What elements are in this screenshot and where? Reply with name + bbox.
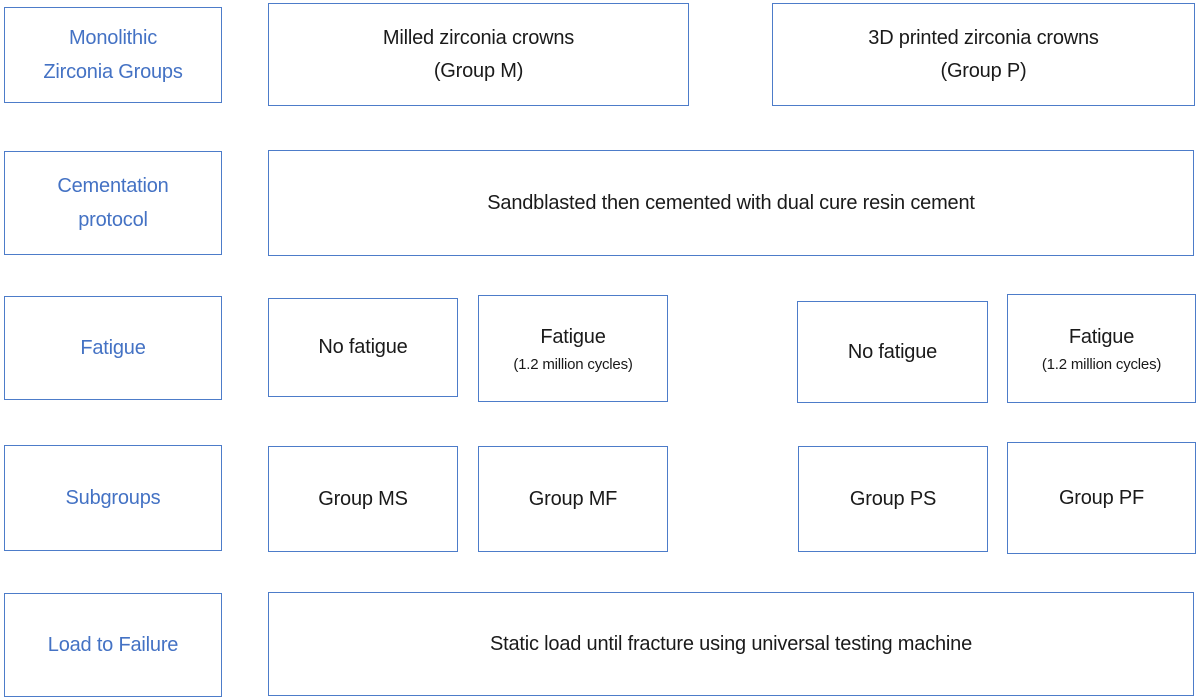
- box-subtext: (1.2 million cycles): [513, 356, 633, 373]
- row-label-monolithic-zirconia-groups: Monolithic Zirconia Groups: [4, 7, 222, 103]
- row-label-text: protocol: [78, 209, 148, 231]
- box-fatigue-p: Fatigue (1.2 million cycles): [1007, 294, 1196, 403]
- box-subtext: (1.2 million cycles): [1041, 356, 1162, 373]
- row-label-load-to-failure: Load to Failure: [4, 593, 222, 697]
- box-text: No fatigue: [847, 340, 938, 363]
- box-3d-printed-zirconia-group-p: 3D printed zirconia crowns (Group P): [772, 3, 1195, 106]
- row-label-subgroups: Subgroups: [4, 445, 222, 551]
- box-text: No fatigue: [318, 336, 408, 358]
- box-no-fatigue-m: No fatigue: [268, 298, 458, 397]
- box-group-ms: Group MS: [268, 446, 458, 552]
- row-label-cementation-protocol: Cementation protocol: [4, 151, 222, 255]
- box-group-ps: Group PS: [798, 446, 988, 552]
- row-label-text: Zirconia Groups: [43, 61, 183, 83]
- box-text: Sandblasted then cemented with dual cure…: [487, 191, 975, 214]
- box-load-to-failure: Static load until fracture using univers…: [268, 592, 1194, 696]
- box-group-mf: Group MF: [478, 446, 668, 552]
- box-text: Static load until fracture using univers…: [490, 632, 972, 655]
- box-text: Group PF: [1058, 486, 1145, 509]
- row-label-text: Fatigue: [80, 337, 146, 359]
- box-milled-zirconia-group-m: Milled zirconia crowns (Group M): [268, 3, 689, 106]
- box-group-pf: Group PF: [1007, 442, 1196, 554]
- box-no-fatigue-p: No fatigue: [797, 301, 988, 403]
- row-label-fatigue: Fatigue: [4, 296, 222, 400]
- box-text: (Group P): [940, 59, 1027, 82]
- box-text: Fatigue: [540, 326, 606, 348]
- box-text: 3D printed zirconia crowns: [868, 26, 1099, 49]
- box-cementation-protocol: Sandblasted then cemented with dual cure…: [268, 150, 1194, 256]
- box-text: (Group M): [433, 59, 524, 82]
- box-text: Group MS: [318, 487, 408, 510]
- box-text: Fatigue: [1068, 326, 1135, 348]
- box-text: Group MF: [528, 487, 618, 510]
- box-fatigue-m: Fatigue (1.2 million cycles): [478, 295, 668, 402]
- row-label-text: Cementation: [57, 175, 169, 197]
- row-label-text: Subgroups: [65, 487, 161, 509]
- box-text: Milled zirconia crowns: [382, 26, 575, 49]
- box-text: Group PS: [849, 487, 937, 510]
- row-label-text: Load to Failure: [47, 634, 179, 656]
- row-label-text: Monolithic: [68, 27, 158, 49]
